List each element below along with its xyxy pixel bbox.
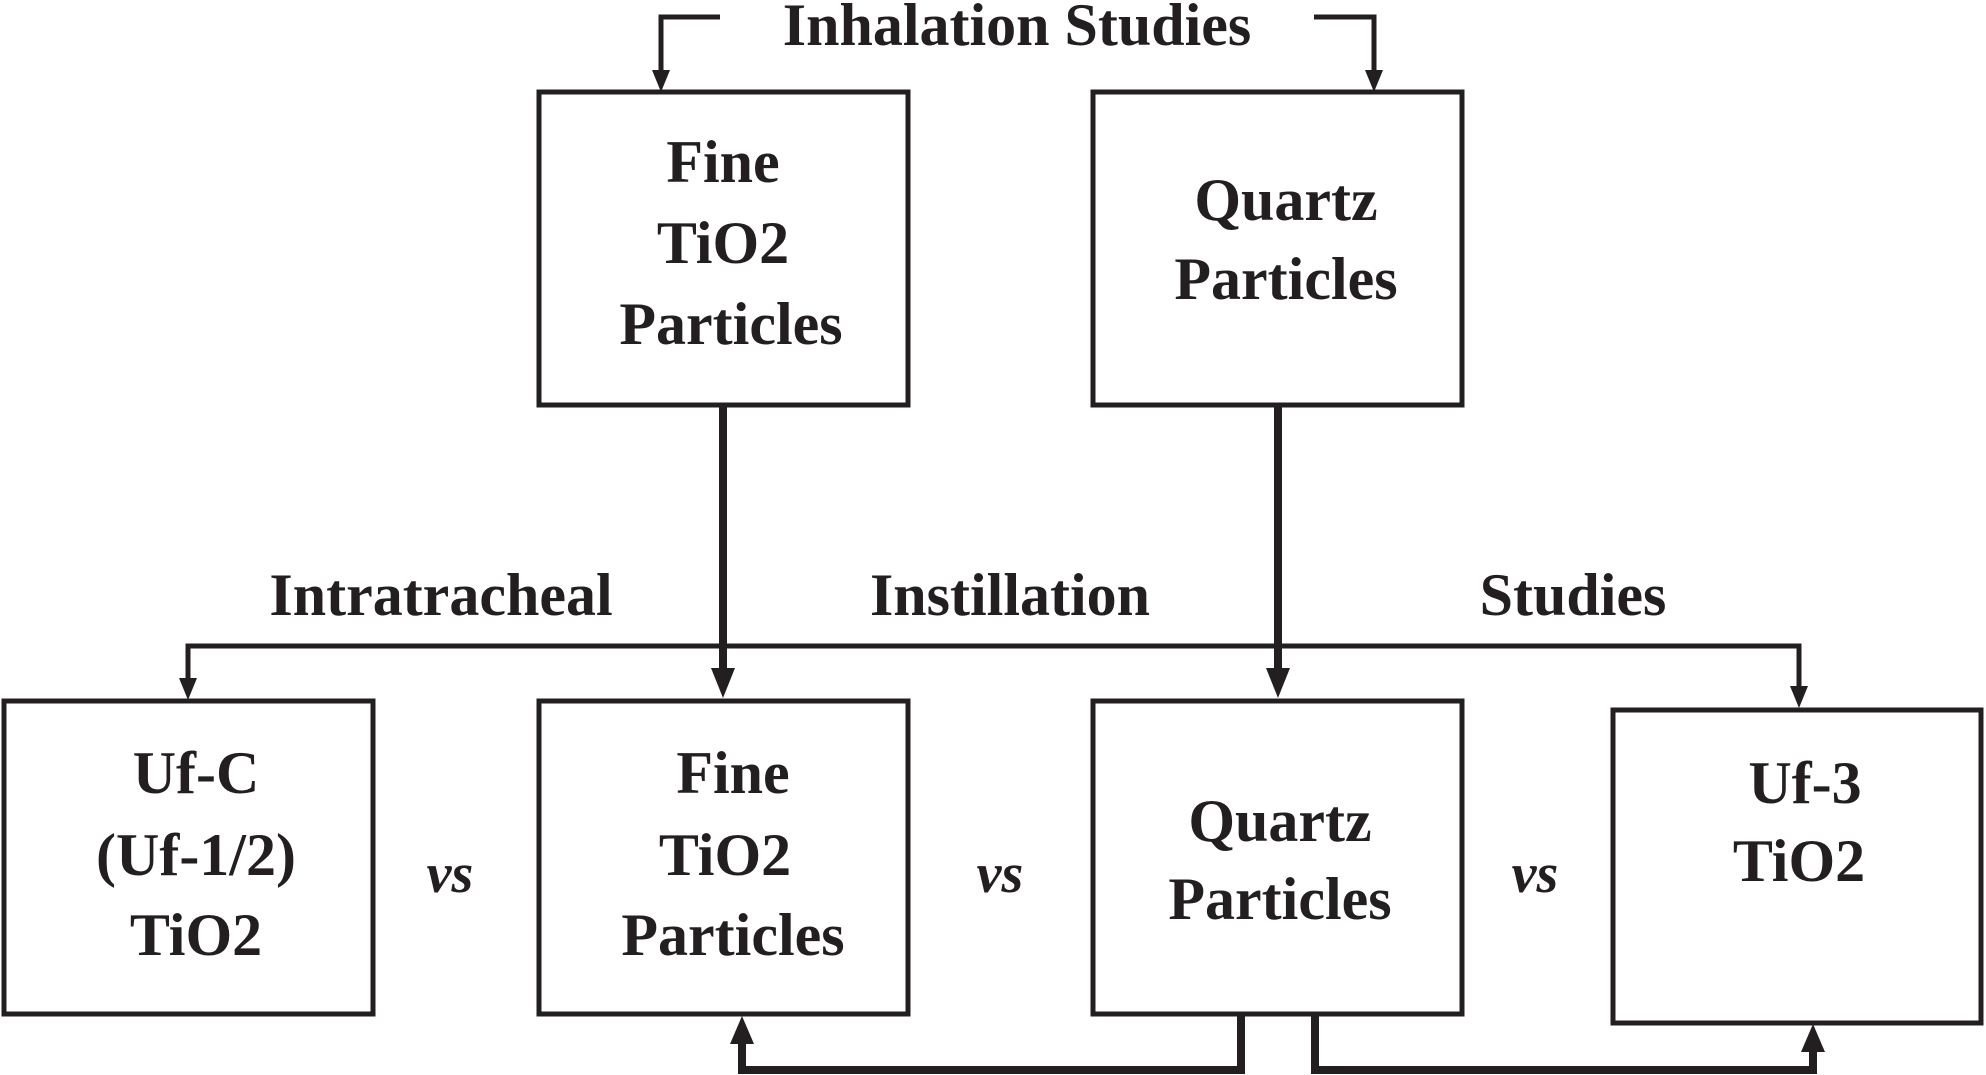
svg-text:Particles: Particles	[1168, 866, 1391, 932]
arrow-head-icon	[179, 678, 197, 700]
svg-text:TiO2: TiO2	[1733, 828, 1865, 894]
connector-right-bracket	[1314, 14, 1377, 72]
top-box-quartz: Quartz Particles	[1090, 89, 1465, 408]
vs-label: vs	[427, 843, 474, 905]
arrow-head-icon	[1266, 668, 1290, 698]
arrow-head-icon	[711, 668, 735, 698]
label-intratracheal: Intratracheal	[269, 562, 612, 628]
arrow-head-icon	[1365, 70, 1383, 92]
svg-text:TiO2: TiO2	[659, 822, 791, 888]
svg-text:Particles: Particles	[1174, 246, 1397, 312]
arrow-head-icon	[652, 70, 670, 92]
vs-label: vs	[1512, 843, 1559, 905]
label-studies: Studies	[1480, 562, 1667, 628]
connector-left-bracket	[658, 14, 720, 72]
label-instillation: Instillation	[870, 562, 1150, 628]
svg-text:TiO2: TiO2	[657, 210, 789, 276]
svg-text:Fine: Fine	[676, 740, 789, 806]
arrow-head-icon	[730, 1016, 754, 1044]
connector-quartz-to-fine	[738, 1016, 1245, 1074]
connector-horizontal	[185, 643, 1802, 688]
arrow-head-icon	[1801, 1024, 1825, 1052]
top-box-fine-tio2: Fine TiO2 Particles	[536, 89, 911, 408]
bottom-box-quartz: Quartz Particles	[1090, 698, 1465, 1017]
svg-text:TiO2: TiO2	[130, 902, 262, 968]
title-inhalation-studies: Inhalation Studies	[783, 0, 1252, 58]
bottom-box-uf-c: Uf-C (Uf-1/2) TiO2	[1, 698, 376, 1017]
svg-text:(Uf-1/2): (Uf-1/2)	[96, 822, 296, 888]
svg-text:Quartz: Quartz	[1194, 167, 1377, 233]
svg-text:Uf-3: Uf-3	[1748, 750, 1861, 816]
svg-text:Uf-C: Uf-C	[133, 740, 260, 806]
bottom-box-uf-3: Uf-3 TiO2	[1610, 707, 1984, 1026]
svg-text:Particles: Particles	[619, 291, 842, 357]
connector-quartz-to-uf3	[1311, 1016, 1817, 1074]
vs-label: vs	[977, 843, 1024, 905]
arrow-head-icon	[1790, 686, 1808, 708]
bottom-box-fine-tio2: Fine TiO2 Particles	[536, 698, 911, 1017]
svg-text:Fine: Fine	[666, 129, 779, 195]
svg-text:Quartz: Quartz	[1188, 788, 1371, 854]
svg-text:Particles: Particles	[621, 902, 844, 968]
